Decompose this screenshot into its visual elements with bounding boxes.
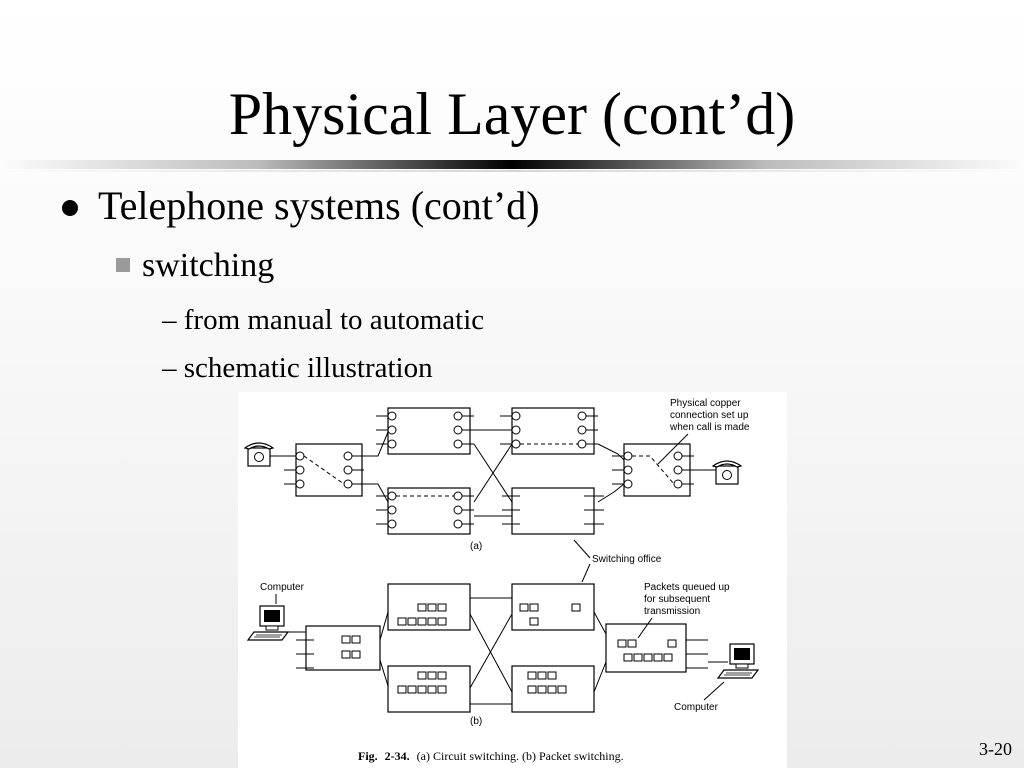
caption-number: 2-34. (385, 749, 410, 763)
circuit-switching-diagram: Physical copper connection set up when c… (244, 398, 750, 552)
callout-packets-line-3: transmission (644, 606, 700, 617)
square-bullet-icon (116, 258, 130, 273)
switching-diagram: Physical copper connection set up when c… (244, 398, 759, 763)
bullet-level-1-text: Telephone systems (cont’d) (98, 183, 540, 228)
figure-caption: Fig. 2-34. (a) Circuit switching. (b) Pa… (358, 749, 624, 763)
computer-right-icon (717, 643, 759, 679)
computer-left-icon (247, 605, 289, 641)
bullet-level-2-text: switching (142, 247, 275, 284)
callout-packets-line-2: for subsequent (644, 594, 710, 605)
title-divider (0, 160, 1024, 169)
callout-computer-right: Computer (674, 702, 719, 713)
callout-copper-line-1: Physical copper (670, 398, 741, 409)
part-b-label: (b) (470, 716, 482, 727)
telephone-right-icon (712, 460, 742, 485)
callout-computer-left: Computer (260, 582, 305, 593)
callout-copper-line-3: when call is made (669, 422, 750, 433)
callout-switching-office: Switching office (592, 554, 662, 565)
bullet-level-3-schematic: – schematic illustration (162, 352, 433, 384)
telephone-left-icon (244, 442, 274, 467)
caption-text: (a) Circuit switching. (b) Packet switch… (417, 749, 624, 763)
bullet-level-2: switching (116, 245, 274, 287)
round-bullet-icon (62, 199, 78, 216)
bullet-level-3-manual: – from manual to automatic (162, 304, 485, 336)
switching-figure: Physical copper connection set up when c… (238, 392, 787, 768)
bullet-level-1: Telephone systems (cont’d) (62, 182, 540, 230)
page-number: 3-20 (979, 739, 1012, 759)
slide-title: Physical Layer (cont’d) (228, 81, 796, 147)
callout-packets-line-1: Packets queued up (644, 582, 730, 593)
packet-switching-diagram: Computer (247, 582, 759, 727)
part-a-label: (a) (470, 541, 482, 552)
callout-copper-line-2: connection set up (670, 410, 749, 421)
caption-fig: Fig. (358, 749, 378, 763)
title-divider-shadow (0, 170, 1024, 172)
